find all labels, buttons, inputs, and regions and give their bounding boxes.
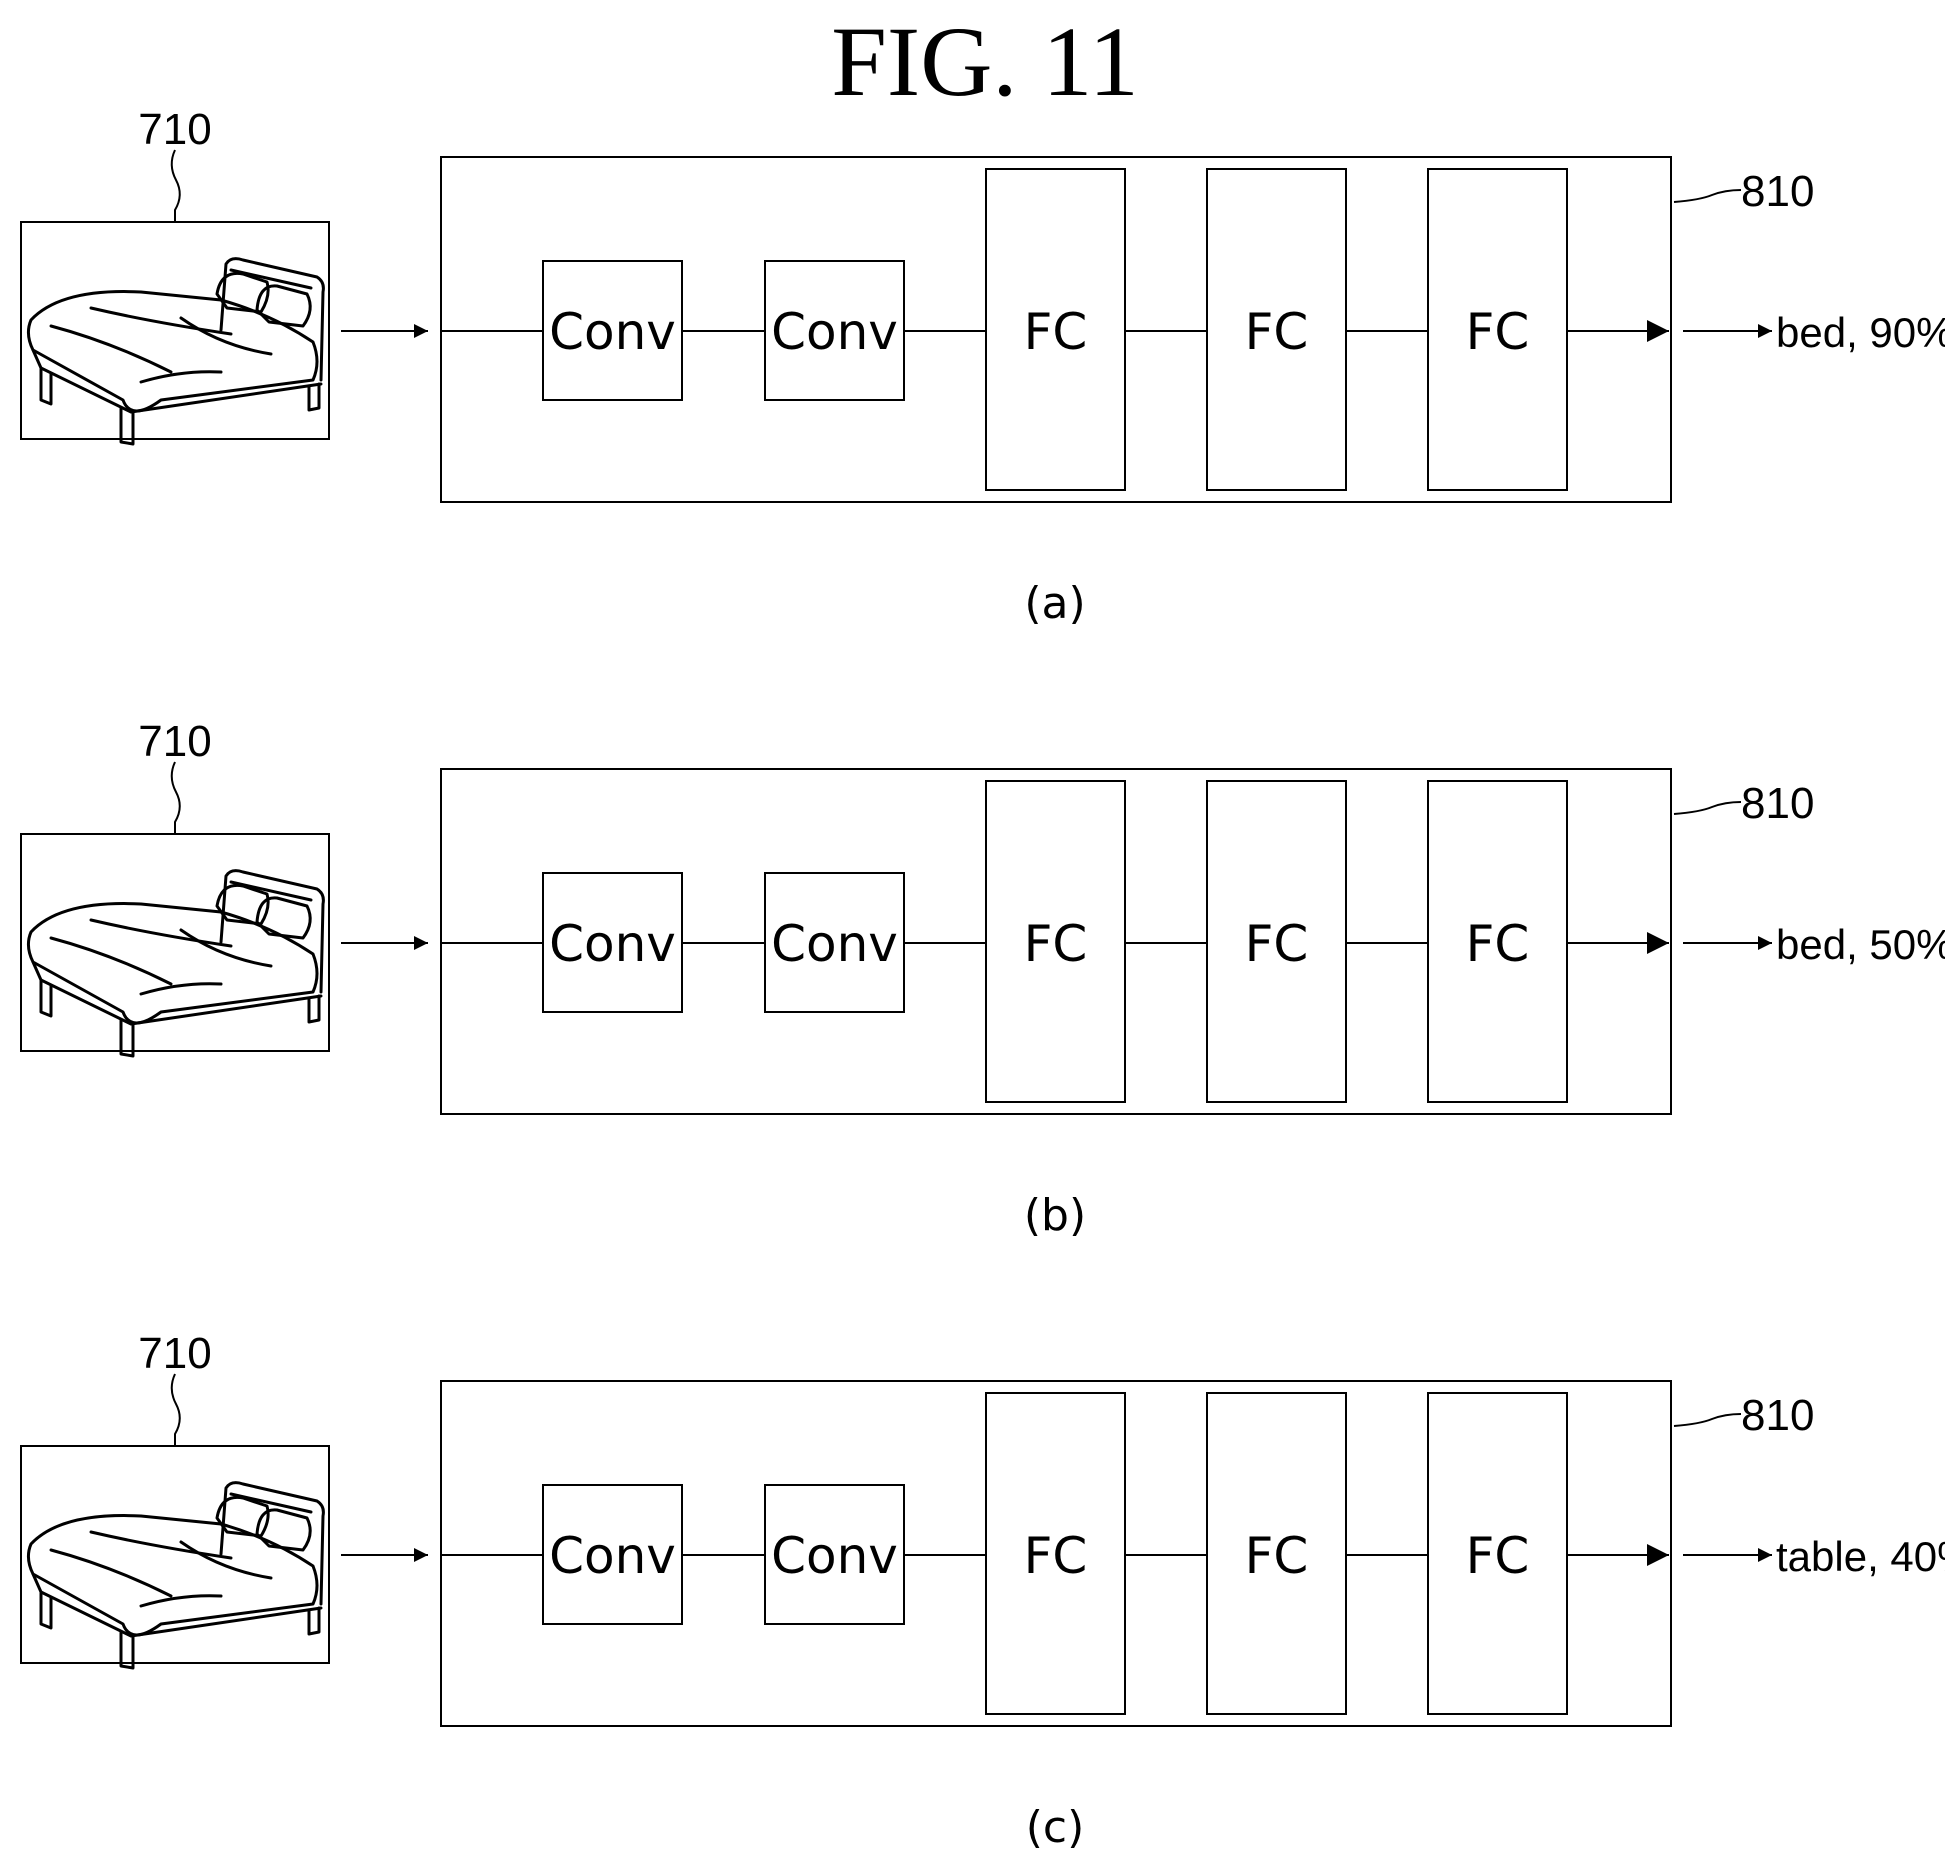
network-leader-line <box>1674 1414 1741 1426</box>
panel-caption: (b) <box>1024 1190 1086 1241</box>
panel-caption: (a) <box>1024 578 1085 629</box>
layer-label: FC <box>1466 915 1530 973</box>
network-reference-number: 810 <box>1741 1391 1814 1440</box>
network-leader-line <box>1674 802 1741 814</box>
panel-c: 710 810Conv Conv FC FC FC table, 40% (c) <box>21 1329 1945 1853</box>
layer-label: FC <box>1024 1527 1088 1585</box>
classification-output: bed, 90% <box>1776 309 1945 356</box>
network-leader-line <box>1674 190 1741 202</box>
image-leader-line <box>172 762 180 834</box>
bed-icon <box>28 871 323 1056</box>
layer-label: Conv <box>549 1527 676 1585</box>
image-reference-number: 710 <box>138 717 211 766</box>
panel-b: 710 810Conv Conv FC FC FC bed, 50% (b) <box>21 717 1945 1241</box>
layer-label: FC <box>1245 1527 1309 1585</box>
bed-icon <box>28 1483 323 1668</box>
layer-label: FC <box>1024 915 1088 973</box>
image-leader-line <box>172 1374 180 1446</box>
bed-icon <box>28 259 323 444</box>
image-leader-line <box>172 150 180 222</box>
panels: 710810ConvConvFCFCFCbed, 90%(a)710810Con… <box>21 105 1945 1853</box>
layer-label: Conv <box>549 303 676 361</box>
classification-output: table, 40% <box>1776 1533 1945 1580</box>
layer-label: FC <box>1466 303 1530 361</box>
image-reference-number: 710 <box>138 105 211 154</box>
layer-label: Conv <box>549 915 676 973</box>
panel-a: 710 810Conv Conv FC FC FC bed, 90% (a) <box>21 105 1945 629</box>
layer-label: FC <box>1245 303 1309 361</box>
figure-title: FIG. 11 <box>831 6 1138 117</box>
classification-output: bed, 50% <box>1776 921 1945 968</box>
layer-label: FC <box>1466 1527 1530 1585</box>
layer-label: FC <box>1024 303 1088 361</box>
layer-label: Conv <box>771 915 898 973</box>
panel-caption: (c) <box>1026 1802 1085 1853</box>
layer-label: Conv <box>771 1527 898 1585</box>
layer-label: Conv <box>771 303 898 361</box>
image-reference-number: 710 <box>138 1329 211 1378</box>
network-reference-number: 810 <box>1741 167 1814 216</box>
layer-label: FC <box>1245 915 1309 973</box>
network-reference-number: 810 <box>1741 779 1814 828</box>
